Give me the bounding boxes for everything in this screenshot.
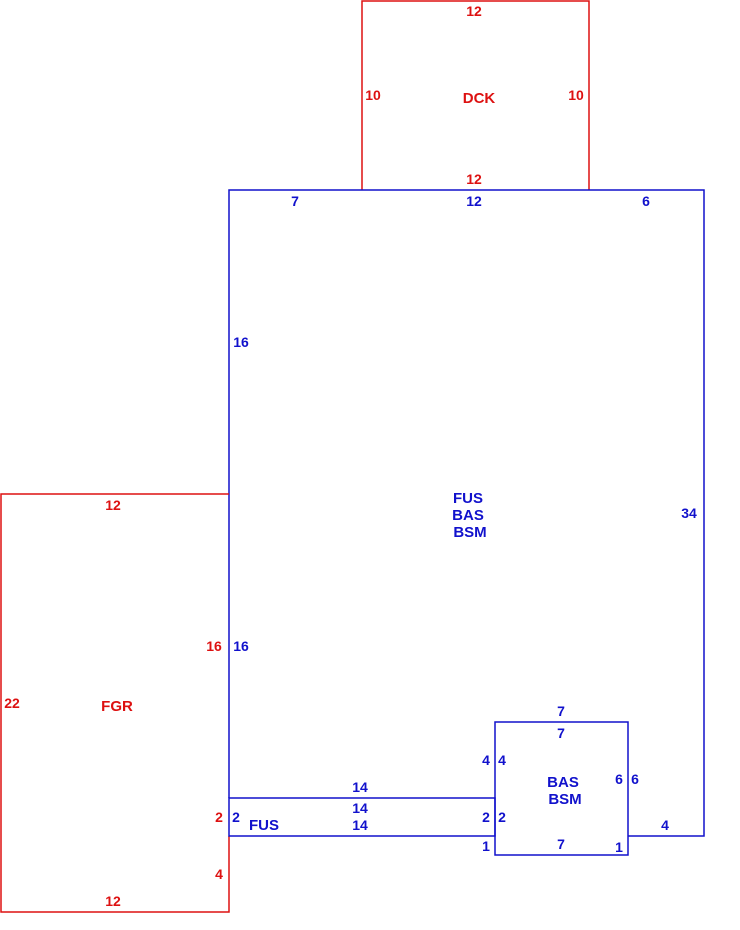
main-outline [228,189,705,837]
fgr-dim-top: 12 [105,497,121,513]
bay-dim-top-outer: 7 [557,703,565,719]
main-dim-left-lower: 16 [233,638,249,654]
dck-dim-right: 10 [568,87,584,103]
bay-area: 7 7 4 4 2 1 6 6 7 1 BAS BSM [482,703,639,856]
dck-dim-bottom: 12 [466,171,482,187]
main-label-bas: BAS [452,507,484,524]
bay-dim-left-inner: 4 [498,752,506,768]
dck-outline [361,0,590,190]
fgr-dim-right-lower: 4 [215,866,223,882]
fus-strip-dim-top-outer: 14 [352,779,368,795]
main-label-fus: FUS [453,490,483,507]
dck-area: 12 10 10 12 DCK [361,0,590,190]
fgr-dim-right-upper: 16 [206,638,222,654]
main-label-bsm: BSM [453,524,486,541]
dck-dim-top: 12 [466,3,482,19]
bay-label-bsm: BSM [548,791,581,808]
main-dim-right: 34 [681,505,697,521]
fgr-outline [0,493,230,913]
bay-dim-left-outer: 4 [482,752,490,768]
bay-dim-right-outer: 6 [631,771,639,787]
bay-dim-bottom: 7 [557,836,565,852]
bay-dim-right-low: 1 [615,839,623,855]
bay-dim-right-inner: 6 [615,771,623,787]
bay-dim-top-inner: 7 [557,725,565,741]
fgr-area: 12 22 16 2 4 12 FGR [0,493,230,913]
bay-label-bas: BAS [547,774,579,791]
bay-dim-left-mid-inner: 2 [498,809,506,825]
fgr-dim-left: 22 [4,695,20,711]
fgr-label: FGR [101,698,133,715]
fgr-dim-bottom: 12 [105,893,121,909]
main-dim-top-mid: 12 [466,193,482,209]
main-area: 7 12 6 16 16 34 4 FUS BAS BSM [228,189,705,837]
fus-strip-dim-bottom: 14 [352,817,368,833]
main-dim-bottom-right: 4 [661,817,669,833]
dck-dim-left: 10 [365,87,381,103]
fgr-dim-right-mid: 2 [215,809,223,825]
main-dim-top-left: 7 [291,193,299,209]
bay-dim-left-low: 1 [482,838,490,854]
main-dim-left-upper: 16 [233,334,249,350]
dck-label: DCK [463,90,496,107]
main-dim-top-right: 6 [642,193,650,209]
fus-strip-label: FUS [249,817,279,834]
fus-strip-dim-left: 2 [232,809,240,825]
fus-strip-dim-right: 2 [482,809,490,825]
bay-outline [494,721,629,856]
fus-strip-dim-top-inner: 14 [352,800,368,816]
